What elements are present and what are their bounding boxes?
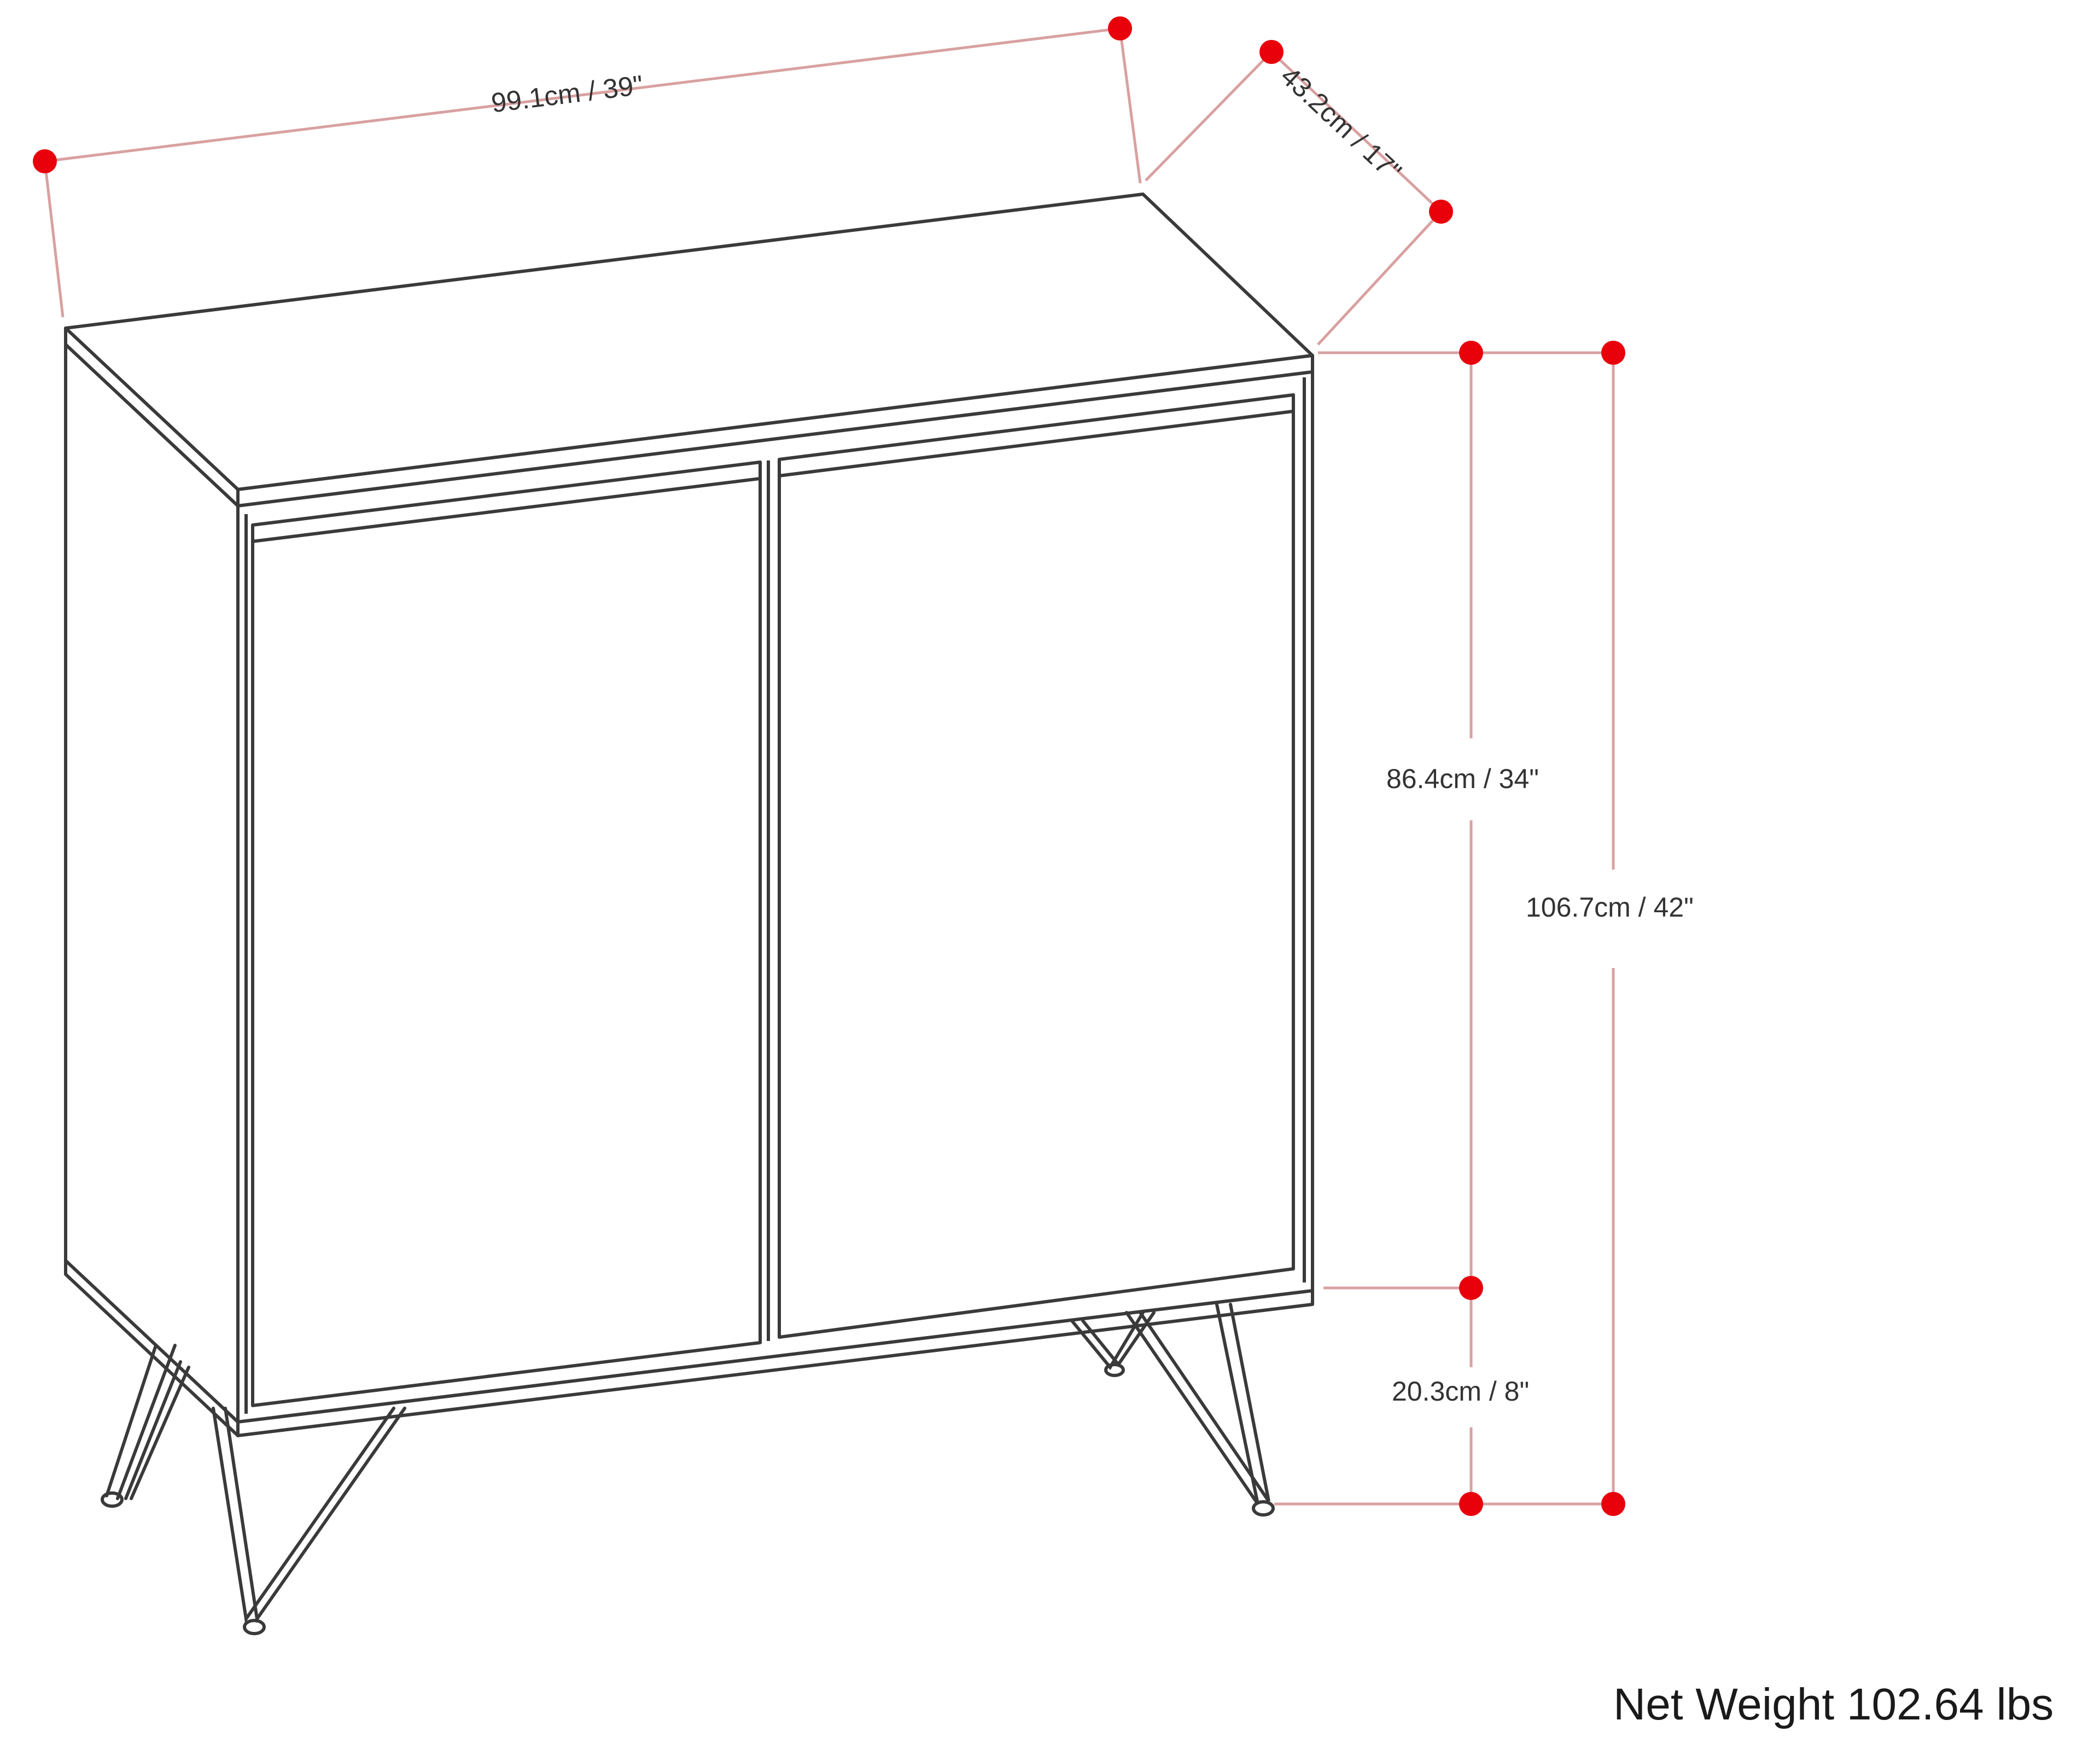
cabinet-drawing [64,193,1314,1437]
depth-end-dot [1429,200,1453,224]
dimension-dots [33,16,1625,1516]
net-weight: Net Weight 102.64 lbs [1613,1680,2054,1729]
body-top-dot [1459,341,1483,365]
leg-bottom-dot [1459,1492,1483,1516]
total-bottom-dot [1601,1492,1625,1516]
body-bottom-dot [1459,1276,1483,1300]
total-top-dot [1601,341,1625,365]
width-end-dot [1108,16,1132,40]
hairpin-legs [101,1303,1275,1635]
dimension-lines [43,27,1615,1506]
total-height-label: 106.7cm / 42" [1526,892,1694,923]
body-height-label: 86.4cm / 34" [1386,763,1539,794]
depth-start-dot [1259,40,1284,64]
width-start-dot [33,149,57,173]
leg-height-label: 20.3cm / 8" [1392,1376,1530,1407]
